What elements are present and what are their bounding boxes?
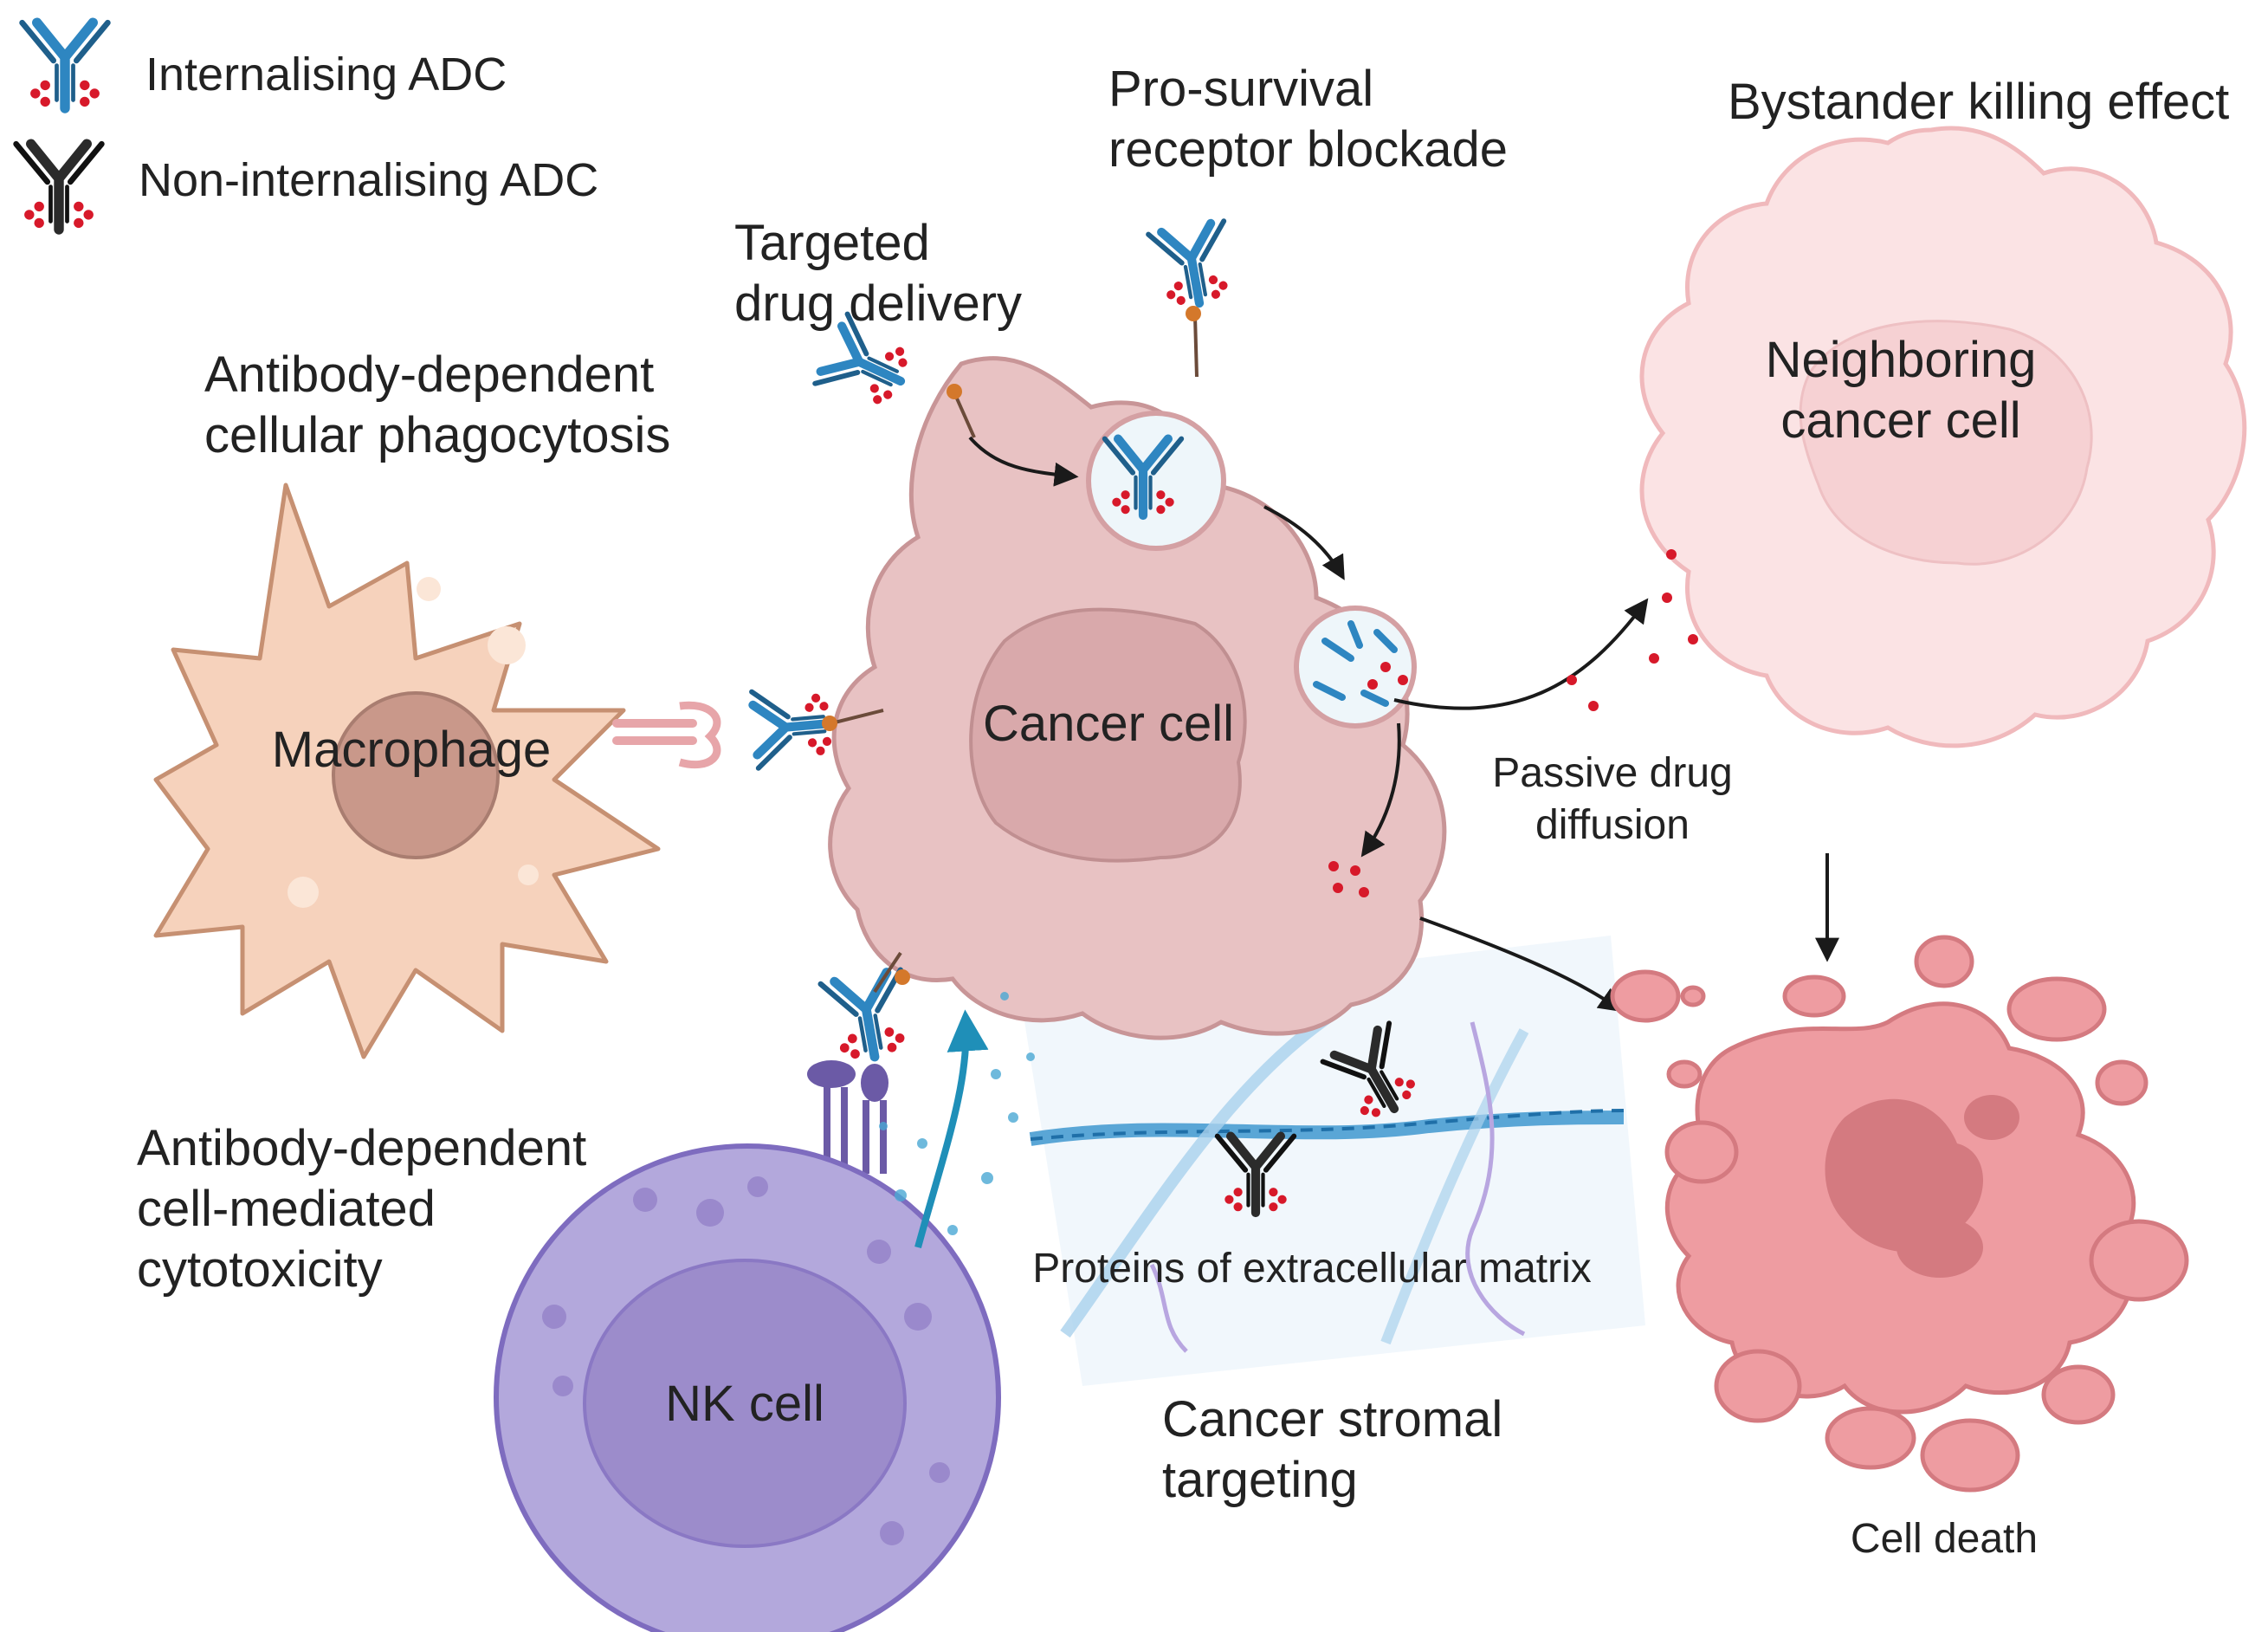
ecm-proteins-label: Proteins of extracellular matrix	[1032, 1246, 1592, 1292]
cell-death-label: Cell death	[1851, 1516, 2038, 1562]
adcc-label-1: Antibody-dependent	[137, 1120, 586, 1176]
passive-diffusion-arrow-icon	[1393, 598, 1649, 710]
extracellular-matrix	[1022, 936, 1645, 1386]
targeted-label-2: drug delivery	[734, 275, 1022, 332]
neighboring-cancer-cell: Neighboring cancer cell	[1639, 126, 2247, 748]
adcp-label-1: Antibody-dependent	[204, 346, 654, 403]
legend-internalising-label: Internalising ADC	[145, 49, 507, 100]
neighboring-cell-label-1: Neighboring	[1766, 332, 2037, 388]
cancer-cell: Cancer cell	[828, 356, 1447, 1040]
collagen-fiber-icon	[1029, 1111, 1625, 1146]
bystander-label: Bystander killing effect	[1728, 74, 2229, 130]
macrophage-nucleus	[332, 691, 500, 859]
dying-cell-fragments	[1825, 1095, 2019, 1278]
receptor-blockade-adc-icon	[1148, 221, 1237, 309]
macrophage-label: Macrophage	[272, 722, 551, 778]
cancer-cell-nucleus	[969, 607, 1247, 863]
surface-adcs	[612, 221, 1237, 1064]
pro-survival-label-1: Pro-survival	[1108, 61, 1373, 117]
cancer-cell-label: Cancer cell	[983, 696, 1234, 752]
stromal-label-1: Cancer stromal	[1162, 1391, 1502, 1447]
adcc-label-2: cell-mediated	[137, 1181, 436, 1237]
nk-cell-group: NK cell	[494, 992, 1035, 1632]
targeted-label-1: Targeted	[734, 215, 930, 271]
legend-non-internalising-label: Non-internalising ADC	[139, 154, 598, 206]
legend: Internalising ADC Non-internalising ADC	[16, 23, 598, 230]
stromal-label-2: targeting	[1162, 1452, 1358, 1508]
passive-diffusion-label-2: diffusion	[1535, 802, 1690, 848]
adcp-adc-icon	[752, 685, 835, 768]
payload-dots	[1567, 549, 1698, 711]
stroma-arrow-icon	[1419, 916, 1624, 1013]
non-internalising-adc-icon	[16, 144, 102, 230]
pro-survival-label-2: receptor blockade	[1108, 121, 1508, 178]
macrophage-cell: Macrophage	[153, 482, 661, 1059]
nk-cell-nucleus	[583, 1259, 907, 1548]
neighboring-cell-label-2: cancer cell	[1780, 392, 2020, 449]
adcp-label-2: cellular phagocytosis	[204, 407, 670, 463]
internalising-adc-icon	[23, 23, 108, 108]
adcc-label-3: cytotoxicity	[137, 1241, 383, 1298]
nk-cell-label: NK cell	[665, 1376, 824, 1432]
endosome	[1086, 411, 1226, 551]
passive-diffusion-label-1: Passive drug	[1492, 750, 1732, 796]
